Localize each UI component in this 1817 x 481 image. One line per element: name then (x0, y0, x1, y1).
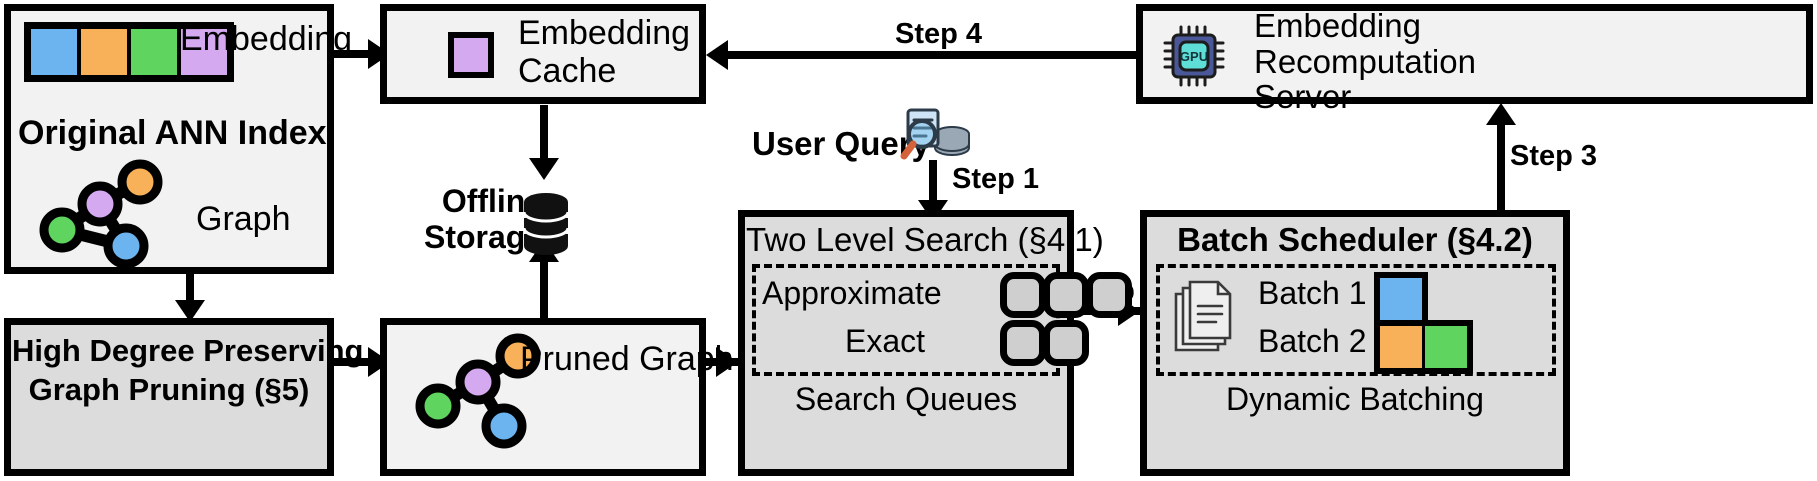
search-slots-approximate[interactable] (1000, 272, 1132, 318)
edge-index-to-pruning (186, 270, 194, 308)
edge-cache-to-storage (540, 105, 548, 163)
edge-prunedgraph-to-storage (540, 255, 548, 325)
step3-label: Step 3 (1510, 140, 1598, 172)
search-database-icon (900, 108, 970, 160)
queue-slot[interactable] (1086, 272, 1132, 318)
arrowhead-index-to-pruning (175, 300, 205, 322)
pruned-graph-icon (415, 333, 541, 449)
embedding-cell-blue (31, 29, 81, 75)
batch-1-label: Batch 1 (1258, 275, 1367, 311)
edge-index-to-cache (330, 50, 372, 58)
documents-stack-icon (1174, 280, 1232, 352)
dynamic-batching-dashed-region (1156, 264, 1556, 376)
search-row-label-exact: Exact (845, 323, 926, 359)
embedding-label: Embedding (180, 20, 353, 58)
embedding-cell-green (131, 29, 181, 75)
database-cylinder-icon (522, 193, 570, 255)
batch-cell-green (1425, 326, 1467, 368)
embedding-cache-chip-icon (448, 32, 494, 78)
dynamic-batching-footer: Dynamic Batching (1226, 381, 1484, 417)
embedding-cache-box[interactable] (380, 4, 706, 104)
embedding-cell-orange (81, 29, 131, 75)
search-queues-footer: Search Queues (794, 381, 1018, 417)
batch-cell-orange (1380, 326, 1425, 368)
original-graph-icon (39, 159, 163, 269)
step4-label: Step 4 (895, 18, 983, 50)
arrowhead-prunedgraph-to-search (716, 347, 738, 377)
edge-step1 (929, 160, 937, 208)
embedding-cache-title: Embedding Cache (518, 14, 691, 91)
queue-slot[interactable] (1043, 272, 1089, 318)
step1-label: Step 1 (952, 163, 1040, 195)
graph-pruning-title: High Degree Preserving Graph Pruning (§5… (12, 333, 364, 407)
arrowhead-step3 (1486, 103, 1516, 125)
gpu-chip-text: GPU (1180, 49, 1208, 64)
original-ann-index-title: Original ANN Index (18, 114, 327, 152)
queue-slot[interactable] (1000, 272, 1046, 318)
embedding-cell-purple (181, 29, 227, 75)
edge-pruning-to-prunedgraph (330, 358, 372, 366)
two-level-search-title: Two Level Search (§4.1) (746, 221, 1104, 258)
batch-cell-blue (1380, 278, 1422, 320)
graph-pruning-box[interactable] (4, 318, 334, 476)
queue-slot[interactable] (1000, 320, 1046, 366)
search-slots-exact[interactable] (1000, 320, 1089, 366)
embedding-vector-strip (24, 22, 234, 82)
gpu-chip-icon: GPU (1163, 25, 1225, 87)
pruned-graph-title: Pruned Graph (520, 340, 734, 378)
search-row-label-approximate: Approximate (762, 275, 942, 311)
arrowhead-step4 (706, 40, 728, 70)
queue-slot[interactable] (1043, 320, 1089, 366)
edge-step3 (1497, 110, 1505, 214)
batch-scheduler-title: Batch Scheduler (§4.2) (1177, 221, 1533, 258)
batch-2-label: Batch 2 (1258, 323, 1367, 359)
batch-1-cells (1374, 272, 1428, 326)
graph-label: Graph (196, 200, 291, 238)
edge-step4 (718, 51, 1136, 59)
arrowhead-cache-to-storage (529, 158, 559, 180)
batch-2-cells (1374, 320, 1473, 374)
recomputation-server-title: Embedding Recomputation Server (1254, 7, 1476, 116)
recomputation-server-box[interactable] (1136, 4, 1813, 104)
